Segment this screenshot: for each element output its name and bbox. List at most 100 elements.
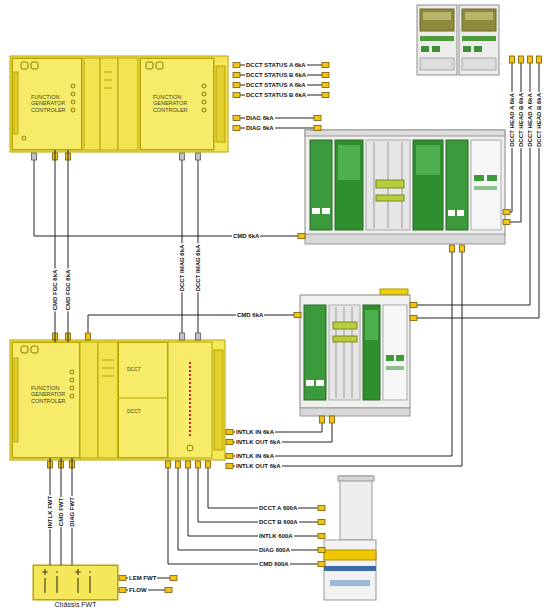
fgc-chassis-top	[71, 108, 75, 112]
rack-cabinet-6ka	[335, 140, 363, 230]
connector-plug	[450, 245, 455, 252]
connector-plug	[318, 506, 325, 511]
fgc-chassis-top	[10, 56, 228, 152]
connector-plug	[503, 210, 510, 215]
rack-cabinet-lower	[329, 305, 360, 400]
connector-plug	[410, 303, 417, 308]
fgc-chassis-bottom	[70, 386, 74, 390]
cable-label: DIAG FWT	[69, 496, 76, 528]
dcct-module: DCCT DCCT	[118, 342, 168, 458]
cable-label: INTLK IN 6kA	[235, 453, 275, 460]
fgc-chassis-bottom	[70, 370, 74, 374]
rack-cabinet-6ka	[416, 145, 440, 175]
cable-label: INTLK FWT	[47, 494, 54, 528]
connector-plug	[298, 234, 305, 239]
connector-plug	[318, 548, 325, 553]
connector-plug	[294, 313, 301, 318]
rack-cabinet-top	[462, 36, 496, 41]
fgc-chassis-top	[14, 72, 18, 134]
rack-cabinet-lower	[386, 355, 394, 361]
rack-cabinet-6ka	[413, 140, 443, 230]
fgc-chassis-top	[202, 108, 206, 112]
cable	[188, 468, 318, 536]
fgc-chassis-top	[202, 92, 206, 96]
cable-label: CMD FGC 6kA	[65, 269, 72, 312]
cable	[34, 63, 539, 590]
cable-label: DCCT IMAG 6kA	[179, 244, 186, 293]
rack-cabinet-lower	[383, 305, 407, 400]
rack-cabinet-6ka	[322, 208, 330, 214]
rack-cabinet-top	[417, 5, 499, 75]
rack-cabinet-top	[463, 46, 471, 52]
connector-plug	[318, 562, 325, 567]
cable-label: DCCT STATUS B 6kA	[245, 92, 307, 99]
connector-plug	[186, 461, 191, 468]
connector-plug	[330, 416, 335, 423]
connector-plug	[318, 520, 325, 525]
rack-cabinet-lower	[300, 295, 410, 408]
fgc-chassis-top	[84, 58, 100, 150]
fgc-chassis-top	[118, 58, 138, 150]
rack-cabinet-top	[459, 5, 499, 75]
rack-cabinet-top	[462, 9, 496, 31]
module-label: DCCT	[127, 409, 141, 415]
cable	[34, 160, 298, 236]
fgc-chassis-top	[202, 100, 206, 104]
rack-cabinet-top	[474, 46, 482, 52]
rack-cabinet-lower	[304, 305, 326, 400]
rack-cabinet-lower	[336, 307, 352, 398]
connector-plug	[410, 316, 417, 321]
fgc-chassis-bottom	[21, 346, 28, 353]
rack-cabinet-lower	[365, 310, 378, 340]
fgc-chassis-top	[156, 62, 163, 69]
fgc-chassis-top	[140, 58, 214, 150]
rack-cabinet-lower	[306, 380, 314, 386]
rack-cabinet-top	[421, 46, 429, 52]
module-label: DCCT	[127, 367, 141, 373]
rack-cabinet-lower	[396, 355, 404, 361]
fgc-chassis-top	[146, 62, 153, 69]
fgc-chassis-top	[100, 58, 118, 150]
cable-label: DIAG 6kA	[245, 115, 275, 122]
connector-plug-grey	[180, 153, 185, 160]
power-converter-600a	[324, 540, 376, 600]
rack-cabinet-6ka	[366, 140, 410, 230]
rack-cabinet-lower	[300, 289, 410, 416]
connector-plug	[165, 588, 172, 593]
fwt-chassis	[33, 565, 118, 600]
fgc-chassis-bottom	[70, 378, 74, 382]
connector-plug	[119, 588, 126, 593]
fgc-chassis-bottom	[187, 445, 193, 451]
rack-cabinet-6ka	[446, 140, 468, 230]
fgc-chassis-bottom	[118, 398, 168, 399]
cable-label: DCCT STATUS B 6kA	[245, 72, 307, 79]
fgc-chassis-bottom	[31, 346, 38, 353]
rack-cabinet-6ka	[471, 140, 501, 230]
fgc-chassis-top	[21, 62, 28, 69]
fwt-chassis: Châssis FWT	[33, 565, 118, 600]
cable-label: DCCT HEAD B 6kA	[536, 92, 543, 148]
rack-cabinet-6ka	[474, 175, 484, 181]
connector-plug	[322, 83, 329, 88]
connector-plug	[176, 461, 181, 468]
connector-plug	[314, 126, 321, 131]
rack-cabinet-lower	[380, 289, 408, 295]
rack-cabinet-top	[420, 36, 454, 41]
cable-label: DCCT STATUS A 6kA	[245, 82, 307, 89]
connector-plug	[119, 576, 126, 581]
connector-plug-grey	[180, 333, 185, 340]
cable-label: LEM FWT	[128, 575, 157, 582]
fgc-chassis-top	[104, 72, 112, 88]
fgc-chassis-bottom	[70, 394, 74, 398]
cable-label: INTLK IN 6kA	[235, 429, 275, 436]
cable-label: INTLK OUT 6kA	[235, 439, 282, 446]
cable	[168, 468, 318, 564]
fgc-chassis-bottom	[102, 360, 114, 376]
fgc-module: FUNCTION GENERATOR CONTROLER	[12, 342, 80, 458]
connector-plug-grey	[32, 153, 37, 160]
rack-cabinet-lower	[386, 366, 404, 370]
power-converter-600a	[338, 476, 374, 481]
fgc-module: FUNCTION GENERATOR CONTROLER	[140, 58, 214, 150]
power-converter-600a	[330, 580, 370, 586]
